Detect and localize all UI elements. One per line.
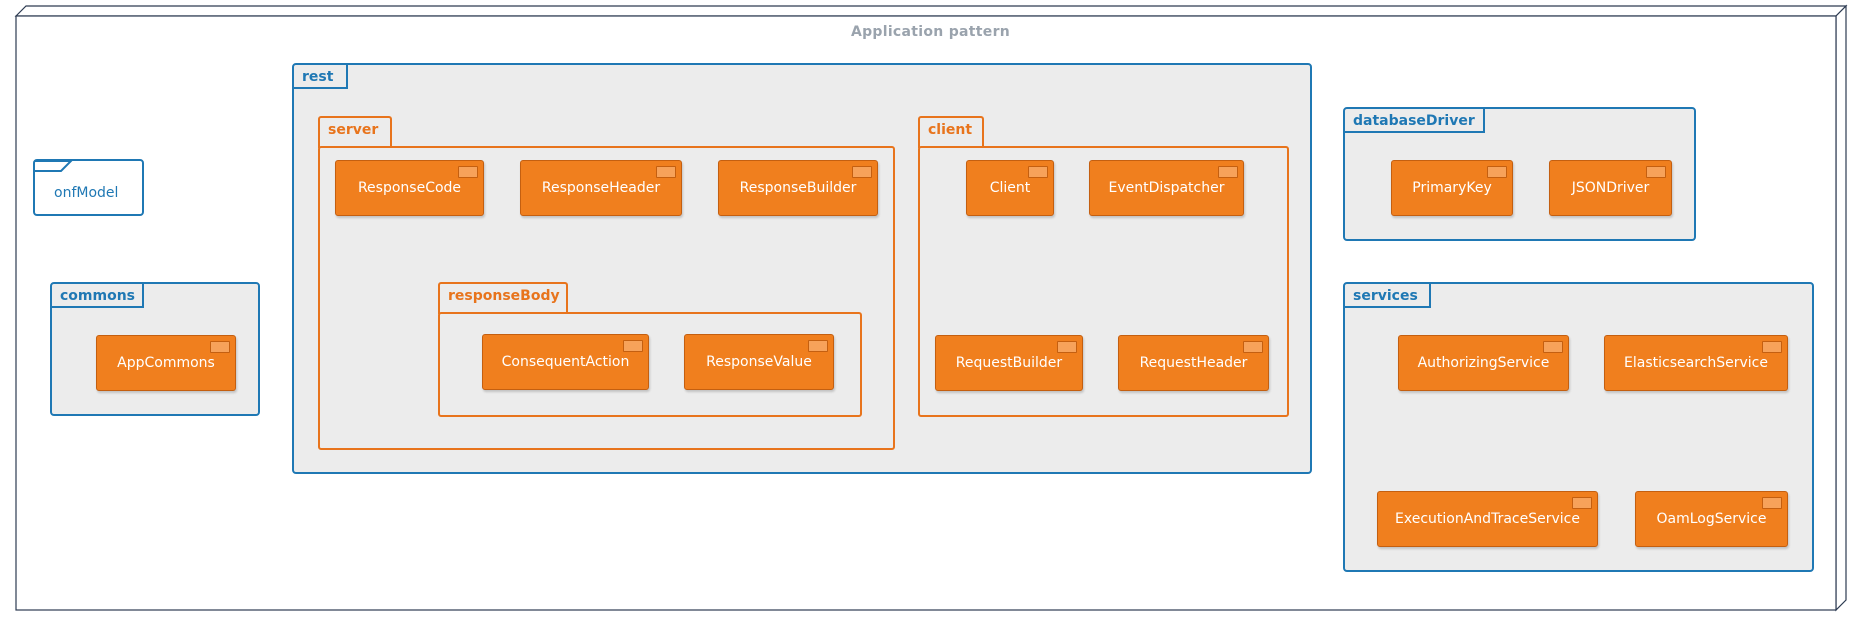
component-icon (656, 166, 676, 178)
commons-package[interactable]: commons AppCommons (50, 282, 260, 416)
component-elasticsearchservice[interactable]: ElasticsearchService (1604, 335, 1788, 391)
component-label: ConsequentAction (501, 354, 630, 370)
component-executionandtraceservice[interactable]: ExecutionAndTraceService (1377, 491, 1598, 547)
client-package[interactable]: client Client EventDispatcher RequestBui… (918, 116, 1289, 417)
component-icon (1762, 497, 1782, 509)
component-label: ElasticsearchService (1624, 355, 1768, 371)
responsebody-package[interactable]: responseBody ConsequentAction ResponseVa… (438, 282, 862, 417)
component-responsecode[interactable]: ResponseCode (335, 160, 484, 216)
component-icon (623, 340, 643, 352)
component-icon (1057, 341, 1077, 353)
onfmodel-label: onfModel (54, 185, 119, 201)
component-responseheader[interactable]: ResponseHeader (520, 160, 682, 216)
component-label: AppCommons (117, 355, 215, 371)
rest-tab: rest (294, 65, 348, 89)
component-icon (1572, 497, 1592, 509)
services-tab: services (1345, 284, 1431, 308)
component-icon (210, 341, 230, 353)
component-appcommons[interactable]: AppCommons (96, 335, 236, 391)
databasedriver-package[interactable]: databaseDriver PrimaryKey JSONDriver (1343, 107, 1696, 241)
component-icon (808, 340, 828, 352)
folder-tab-icon (35, 160, 73, 172)
component-label: Client (989, 180, 1031, 196)
component-icon (1543, 341, 1563, 353)
component-icon (852, 166, 872, 178)
component-requestbuilder[interactable]: RequestBuilder (935, 335, 1083, 391)
component-label: OamLogService (1656, 511, 1767, 527)
component-eventdispatcher[interactable]: EventDispatcher (1089, 160, 1244, 216)
component-icon (1218, 166, 1238, 178)
component-responsevalue[interactable]: ResponseValue (684, 334, 834, 390)
commons-tab: commons (52, 284, 144, 308)
component-oamlogservice[interactable]: OamLogService (1635, 491, 1788, 547)
rest-package[interactable]: rest server ResponseCode ResponseHeader … (292, 63, 1312, 474)
responsebody-body (438, 312, 862, 417)
client-body (918, 146, 1289, 417)
component-label: PrimaryKey (1412, 180, 1492, 196)
component-responsebuilder[interactable]: ResponseBuilder (718, 160, 878, 216)
component-label: RequestBuilder (955, 355, 1063, 371)
component-consequentaction[interactable]: ConsequentAction (482, 334, 649, 390)
component-label: ExecutionAndTraceService (1395, 511, 1580, 527)
component-label: ResponseHeader (541, 180, 661, 196)
client-tab: client (918, 116, 984, 148)
component-requestheader[interactable]: RequestHeader (1118, 335, 1269, 391)
component-label: ResponseValue (706, 354, 812, 370)
responsebody-tab: responseBody (438, 282, 568, 314)
server-body (318, 146, 895, 450)
component-label: EventDispatcher (1108, 180, 1225, 196)
component-icon (458, 166, 478, 178)
component-label: ResponseCode (357, 180, 462, 196)
onfmodel-package[interactable]: onfModel (33, 159, 144, 216)
component-jsondriver[interactable]: JSONDriver (1549, 160, 1672, 216)
component-label: JSONDriver (1571, 180, 1650, 196)
component-icon (1243, 341, 1263, 353)
component-label: ResponseBuilder (739, 180, 857, 196)
server-tab: server (318, 116, 392, 148)
server-package[interactable]: server ResponseCode ResponseHeader Respo… (318, 116, 895, 450)
node-title: Application pattern (850, 24, 1011, 40)
component-authorizingservice[interactable]: AuthorizingService (1398, 335, 1569, 391)
databasedriver-tab: databaseDriver (1345, 109, 1485, 133)
component-icon (1646, 166, 1666, 178)
component-client[interactable]: Client (966, 160, 1054, 216)
component-label: AuthorizingService (1417, 355, 1550, 371)
component-icon (1487, 166, 1507, 178)
component-icon (1762, 341, 1782, 353)
component-label: RequestHeader (1139, 355, 1248, 371)
component-primarykey[interactable]: PrimaryKey (1391, 160, 1513, 216)
services-package[interactable]: services AuthorizingService Elasticsearc… (1343, 282, 1814, 572)
component-icon (1028, 166, 1048, 178)
